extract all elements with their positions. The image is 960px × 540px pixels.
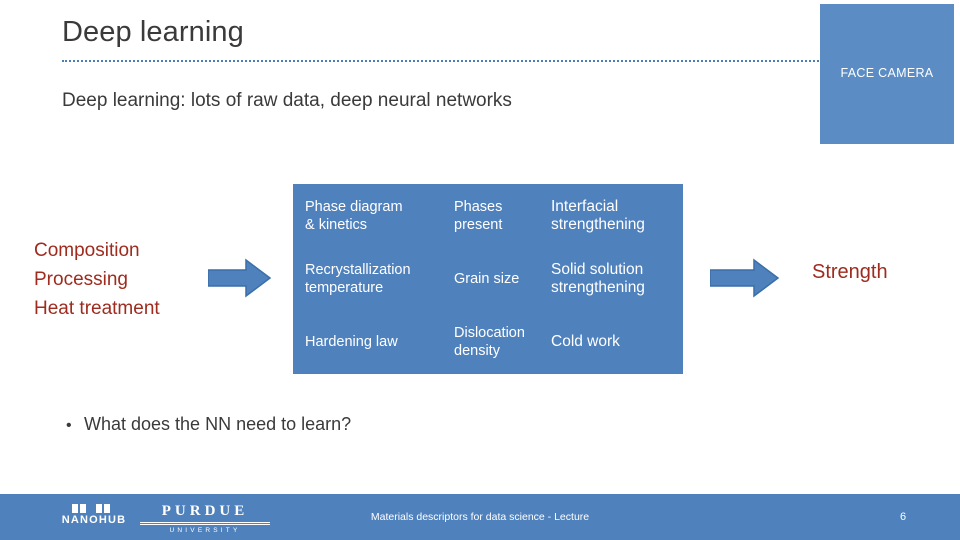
nanohub-logo-mark-icon bbox=[72, 504, 116, 513]
purdue-logo-rule bbox=[140, 522, 270, 525]
page-title: Deep learning bbox=[62, 16, 244, 48]
left-list-item-composition: Composition bbox=[34, 240, 140, 261]
arrow-right-right-icon bbox=[710, 258, 780, 298]
subtitle-text: Deep learning: lots of raw data, deep ne… bbox=[62, 90, 512, 111]
table-cell-r2c2: Grain size bbox=[454, 270, 520, 287]
purdue-logo-subtext: UNIVERSITY bbox=[169, 527, 241, 534]
table-cell-r3c2-line2: density bbox=[454, 343, 500, 360]
table-cell-r2c1-line1: Recrystallization bbox=[305, 261, 411, 278]
output-label-strength: Strength bbox=[812, 261, 888, 283]
bullet-dot-icon: • bbox=[66, 417, 72, 434]
table-cell-r1c1: Phase diagram & kinetics bbox=[293, 184, 448, 247]
table-cell-r1c3-line2: strengthening bbox=[551, 215, 645, 233]
page-number: 6 bbox=[900, 511, 907, 523]
table-cell-r1c3-line1: Interfacial bbox=[551, 197, 619, 215]
nanohub-logo-text: NANOHUB bbox=[61, 514, 127, 526]
table-cell-r2c3-line1: Solid solution bbox=[551, 260, 644, 278]
descriptor-table: Phase diagram & kinetics Phases present … bbox=[293, 184, 683, 374]
table-cell-r1c3: Interfacial strengthening bbox=[545, 184, 683, 247]
purdue-logo: PURDUE UNIVERSITY bbox=[140, 503, 270, 534]
table-cell-r3c3: Cold work bbox=[551, 333, 620, 351]
title-divider bbox=[62, 60, 822, 62]
nanohub-logo: NANOHUB bbox=[56, 504, 132, 532]
table-cell-r1c2-line1: Phases bbox=[454, 198, 503, 215]
table-cell-r1c2: Phases present bbox=[448, 184, 545, 247]
face-camera-label: FACE CAMERA bbox=[840, 66, 934, 80]
table-cell-r1c1-line1: Phase diagram bbox=[305, 198, 403, 215]
bullet-text: What does the NN need to learn? bbox=[84, 414, 352, 434]
face-camera-placeholder: FACE CAMERA bbox=[820, 4, 954, 144]
bullet-item: • What does the NN need to learn? bbox=[66, 414, 351, 435]
footer-bar bbox=[0, 494, 960, 540]
table-cell-r1c1-line2: & kinetics bbox=[305, 216, 368, 233]
table-cell-r2c3: Solid solution strengthening bbox=[545, 247, 683, 310]
table-cell-r2c1: Recrystallization temperature bbox=[293, 247, 448, 310]
left-list-item-heat-treatment: Heat treatment bbox=[34, 298, 160, 319]
purdue-logo-text: PURDUE bbox=[161, 503, 249, 519]
table-cell-r3c2-line1: Dislocation bbox=[454, 325, 525, 342]
table-cell-r3c1: Hardening law bbox=[305, 334, 398, 351]
descriptor-table-background bbox=[293, 184, 683, 374]
table-cell-r3c2: Dislocation density bbox=[448, 311, 545, 374]
left-list-item-processing: Processing bbox=[34, 269, 128, 290]
left-input-list: Composition Processing Heat treatment bbox=[34, 236, 160, 323]
arrow-right-left-icon bbox=[208, 258, 272, 298]
footer-text: Materials descriptors for data science -… bbox=[370, 511, 590, 523]
table-cell-r2c3-line2: strengthening bbox=[551, 278, 645, 296]
table-cell-r2c1-line2: temperature bbox=[305, 279, 384, 296]
table-cell-r1c2-line2: present bbox=[454, 216, 503, 233]
